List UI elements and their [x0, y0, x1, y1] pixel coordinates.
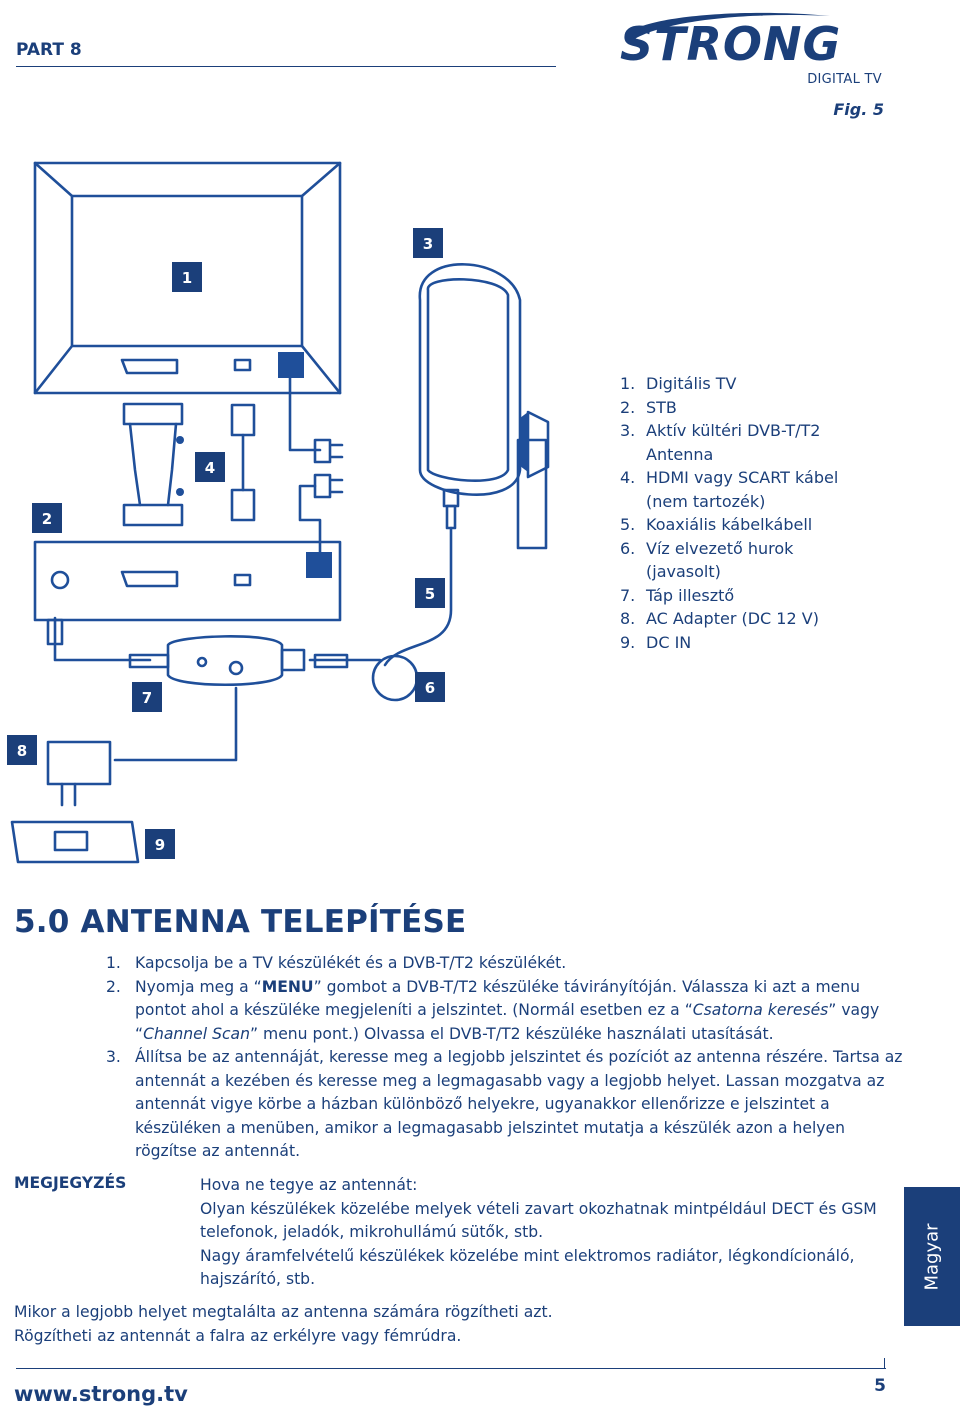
- dc-in-panel: [10, 820, 140, 864]
- svg-text:4: 4: [205, 459, 215, 477]
- callout-4: 4: [195, 452, 225, 482]
- figure-label: Fig. 5: [833, 100, 884, 119]
- svg-text:9: 9: [155, 836, 165, 854]
- legend-item: 6.Víz elvezető hurok: [620, 538, 794, 558]
- callout-2: 2: [32, 503, 62, 533]
- legend-item: (nem tartozék): [646, 491, 766, 511]
- diagram-legend: 1.Digitális TV 2.STB 3.Aktív kültéri DVB…: [620, 372, 838, 654]
- step-item: 1.Kapcsolja be a TV készülékét és a DVB-…: [106, 954, 567, 972]
- tv-hdmi-port: [233, 358, 252, 372]
- tv-screen: [70, 194, 304, 348]
- stb-box: [33, 540, 342, 622]
- callout-1: 1: [172, 262, 202, 292]
- legend-item: 5.Koaxiális kábelkábell: [620, 515, 813, 534]
- power-injector: [166, 635, 284, 687]
- svg-text:8: 8: [17, 742, 27, 760]
- menu-keyword: MENU: [261, 977, 314, 996]
- strong-logo: STRONG: [620, 12, 841, 71]
- part-label: PART 8: [16, 40, 82, 60]
- callout-8: 8: [7, 735, 37, 765]
- svg-text:1: 1: [182, 269, 192, 287]
- footer-rule: [16, 1368, 886, 1369]
- callout-9: 9: [145, 829, 175, 859]
- note-label: MEGJEGYZÉS: [14, 1174, 127, 1192]
- section-title: 5.0 ANTENNA TELEPÍTÉSE: [14, 904, 467, 940]
- legend-item: 8.AC Adapter (DC 12 V): [620, 609, 819, 628]
- legend-item: 3.Aktív kültéri DVB-T/T2: [620, 421, 821, 440]
- step-item: 2.Nyomja meg a “MENU” gombot a DVB-T/T2 …: [106, 977, 880, 1043]
- legend-item: 4.HDMI vagy SCART kábel: [620, 468, 839, 487]
- page-number: 5: [874, 1376, 886, 1396]
- legend-item: 9.DC IN: [620, 632, 692, 652]
- legend-item: 7.Táp illesztő: [620, 585, 735, 605]
- footer-tick: [884, 1358, 885, 1369]
- legend-item: 1.Digitális TV: [620, 374, 737, 393]
- note-line: Nagy áramfelvételű készülékek közelébe m…: [200, 1246, 855, 1289]
- header-rule: [16, 66, 556, 67]
- connection-diagram: 1 2 3 4 5 6 7 8 9: [7, 161, 550, 864]
- footer-url[interactable]: www.strong.tv: [14, 1382, 188, 1406]
- note-body: Hova ne tegye az antennát: Olyan készülé…: [200, 1174, 900, 1292]
- language-tab: Magyar: [904, 1187, 960, 1326]
- svg-text:STRONG: STRONG: [620, 17, 841, 71]
- svg-text:7: 7: [142, 689, 152, 707]
- ac-adapter: [46, 740, 112, 786]
- closing-line: Mikor a legjobb helyet megtalálta az ant…: [14, 1303, 553, 1321]
- callout-3: 3: [413, 228, 443, 258]
- antenna-mast: [516, 438, 548, 550]
- tv-scart-port: [120, 358, 179, 375]
- callout-7: 7: [132, 682, 162, 712]
- note-line: Olyan készülékek közelébe melyek vételi …: [200, 1199, 877, 1242]
- svg-text:2: 2: [42, 510, 52, 528]
- svg-text:6: 6: [425, 679, 435, 697]
- callout-5: 5: [415, 578, 445, 608]
- language-tab-label: Magyar: [921, 1222, 943, 1291]
- closing-line: Rögzítheti az antennát a falra az erkély…: [14, 1326, 462, 1345]
- legend-item: (javasolt): [646, 562, 721, 581]
- drip-loop: [371, 654, 419, 702]
- legend-item: Antenna: [646, 444, 714, 464]
- svg-text:3: 3: [423, 235, 433, 253]
- note-line: Hova ne tegye az antennát:: [200, 1176, 418, 1194]
- antenna-body: [418, 263, 522, 496]
- legend-item: 2.STB: [620, 397, 677, 417]
- step-item: 3.Állítsa be az antennáját, keresse meg …: [106, 1048, 903, 1160]
- tv-frame: [33, 161, 342, 395]
- callout-6: 6: [415, 672, 445, 702]
- svg-text:5: 5: [425, 585, 435, 603]
- instruction-steps: 1.Kapcsolja be a TV készülékét és a DVB-…: [106, 952, 906, 1164]
- brand-subtitle: DIGITAL TV: [807, 72, 882, 87]
- closing-text: Mikor a legjobb helyet megtalálta az ant…: [14, 1301, 894, 1348]
